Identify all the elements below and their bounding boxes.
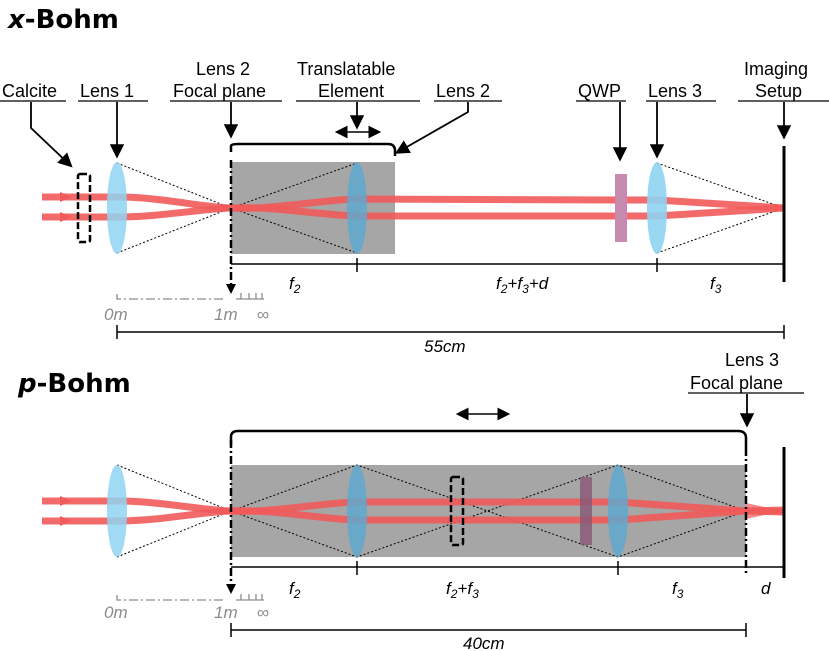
top-scale-0m: 0m <box>104 305 128 324</box>
lens1-shape <box>107 162 127 254</box>
qwp-label: QWP <box>578 81 621 101</box>
bottom-lens2-shape <box>347 465 367 557</box>
top-panel: x-Bohm Calcite Lens 1 Lens 2 Focal plane… <box>0 5 829 356</box>
bottom-bracket <box>229 429 748 448</box>
top-scale-inf: ∞ <box>257 305 269 324</box>
bottom-distance-bar: f2 f2+f3 f3 d <box>231 561 784 601</box>
lens2-label: Lens 2 <box>436 81 490 101</box>
top-distance-bar: f2 f2+f3+d f3 <box>231 258 784 296</box>
top-dist-f3: f3 <box>710 274 722 296</box>
bottom-dist-f3: f3 <box>672 579 684 601</box>
bottom-panel: p-Bohm Lens 3 Focal plane <box>17 350 804 651</box>
top-total-label: 55cm <box>424 337 466 356</box>
bottom-scale-1m: 1m <box>214 603 238 622</box>
bottom-lens1-shape <box>107 465 127 557</box>
lens1-label: Lens 1 <box>80 81 134 101</box>
lens3-focal-label-line2: Focal plane <box>690 373 783 393</box>
bottom-calcite-crystal <box>449 475 465 547</box>
bottom-title: p-Bohm <box>17 369 131 399</box>
top-scale: 0m 1m ∞ <box>104 293 269 324</box>
translatable-bracket <box>229 142 397 156</box>
lens2-focal-label-line1: Lens 2 <box>196 59 250 79</box>
bottom-scale-inf: ∞ <box>257 603 269 622</box>
lens3-label: Lens 3 <box>648 81 702 101</box>
calcite-crystal <box>76 172 92 244</box>
top-pointers <box>30 102 792 168</box>
top-ray-cones <box>116 162 785 254</box>
bottom-scale-0m: 0m <box>104 603 128 622</box>
bottom-dist-f2: f2 <box>289 579 301 601</box>
top-dist-f2f3d: f2+f3+d <box>496 274 549 296</box>
translatable-label-line2: Element <box>318 81 384 101</box>
bottom-qwp-plate <box>580 477 592 545</box>
bottom-beams <box>42 497 785 525</box>
bottom-total-bar: 40cm <box>230 623 747 651</box>
lens2-focal-label-line2: Focal plane <box>173 81 266 101</box>
bottom-scale: 0m 1m ∞ <box>104 594 269 622</box>
top-total-bar: 55cm <box>116 325 785 356</box>
bottom-lens3-shape <box>608 465 628 557</box>
lens2-shape <box>347 162 367 254</box>
top-labels: Calcite Lens 1 Lens 2 Focal plane Transl… <box>0 59 829 102</box>
top-dist-f2: f2 <box>289 274 301 296</box>
translatable-label-line1: Translatable <box>297 59 395 79</box>
bottom-total-label: 40cm <box>463 634 505 651</box>
imaging-label-line1: Imaging <box>744 59 808 79</box>
top-beams <box>42 193 785 221</box>
calcite-label: Calcite <box>2 81 57 101</box>
lens3-shape <box>647 162 667 254</box>
imaging-label-line2: Setup <box>755 81 802 101</box>
qwp-plate <box>615 174 627 242</box>
bottom-dist-d: d <box>761 579 771 598</box>
bottom-dist-f2f3: f2+f3 <box>446 579 479 601</box>
top-scale-1m: 1m <box>214 305 238 324</box>
lens3-focal-label-line1: Lens 3 <box>725 350 779 370</box>
top-title: x-Bohm <box>6 5 119 35</box>
